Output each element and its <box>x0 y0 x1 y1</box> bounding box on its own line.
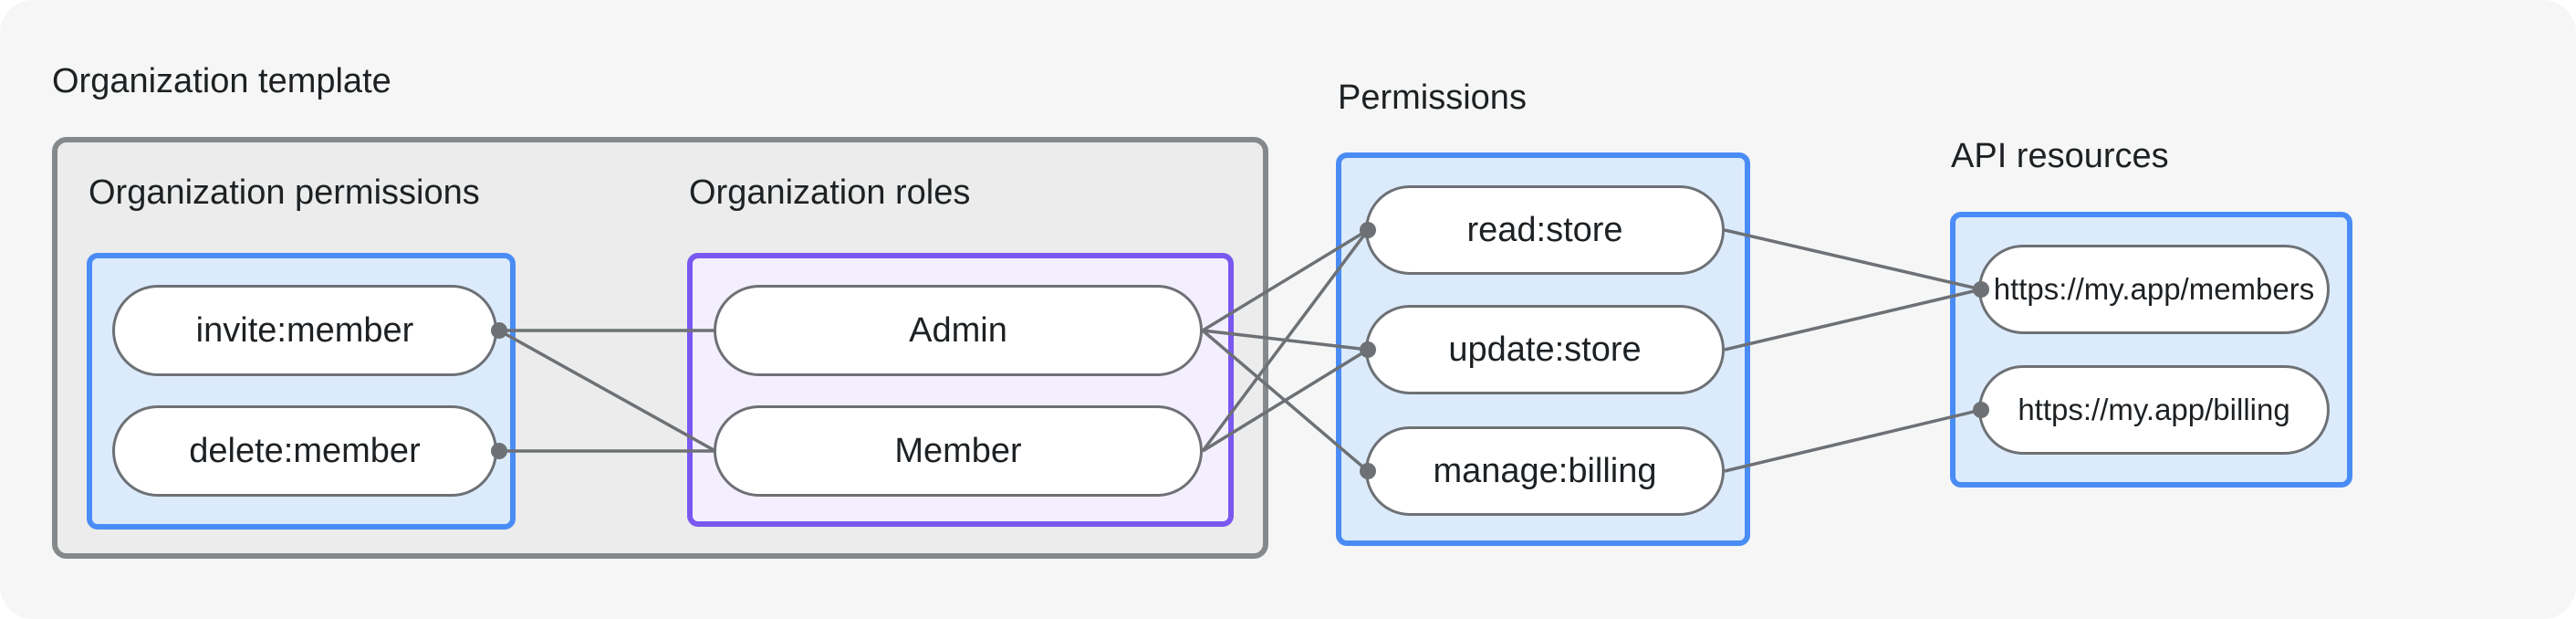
org-template-label: Organization template <box>52 62 391 100</box>
org-roles-label: Organization roles <box>689 173 971 212</box>
api-resources-label: API resources <box>1951 137 2169 175</box>
node-admin-role: Admin <box>714 285 1203 376</box>
node-api-members: https://my.app/members <box>1978 245 2330 334</box>
node-update-store: update:store <box>1365 305 1725 394</box>
node-invite-member: invite:member <box>112 285 497 376</box>
node-read-store: read:store <box>1365 185 1725 275</box>
node-member-role: Member <box>714 405 1203 497</box>
node-manage-billing: manage:billing <box>1365 426 1725 516</box>
node-delete-member: delete:member <box>112 405 497 497</box>
edge-update-members <box>1724 288 1982 351</box>
edge-manage-billing <box>1724 408 1982 473</box>
edge-read-members <box>1724 228 1982 291</box>
node-api-billing: https://my.app/billing <box>1978 365 2330 455</box>
permissions-label: Permissions <box>1338 79 1527 117</box>
org-permissions-label: Organization permissions <box>89 173 480 212</box>
